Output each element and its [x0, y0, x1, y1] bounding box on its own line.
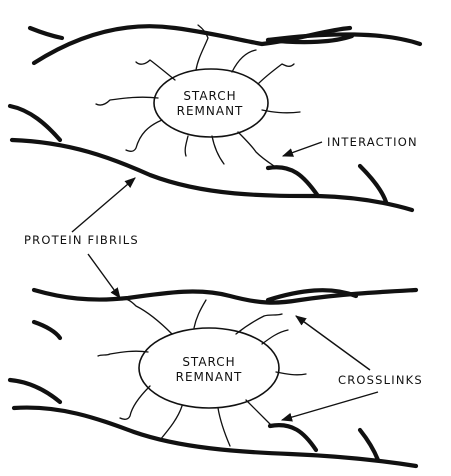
top-remnant-label-line2: REMNANT: [177, 104, 244, 118]
interaction-arrow: [283, 142, 322, 156]
interaction-label: INTERACTION: [327, 135, 418, 149]
interaction-callout: INTERACTION: [283, 135, 418, 156]
top-lower-fibril: [10, 106, 412, 210]
bottom-lower-fibril: [10, 380, 416, 466]
crosslinks-arrow-up: [296, 316, 370, 370]
crosslinks-label: CROSSLINKS: [338, 373, 423, 387]
top-panel: STARCH REMNANT: [10, 25, 420, 210]
crosslinks-arrow-down: [282, 392, 378, 420]
crosslinks-callout: CROSSLINKS: [282, 316, 423, 420]
top-upper-fibril: [30, 26, 420, 63]
bottom-upper-fibril: [34, 290, 416, 338]
top-remnant-label-line1: STARCH: [183, 89, 236, 103]
protein-fibrils-label: PROTEIN FIBRILS: [24, 233, 139, 247]
top-starch-remnant: [154, 69, 268, 137]
bottom-remnant-label-line1: STARCH: [182, 355, 235, 369]
protein-fibrils-arrow-down: [88, 254, 120, 298]
protein-fibrils-arrow-up: [72, 178, 135, 232]
protein-fibrils-callout: PROTEIN FIBRILS: [24, 178, 139, 298]
bottom-remnant-label-line2: REMNANT: [176, 370, 243, 384]
